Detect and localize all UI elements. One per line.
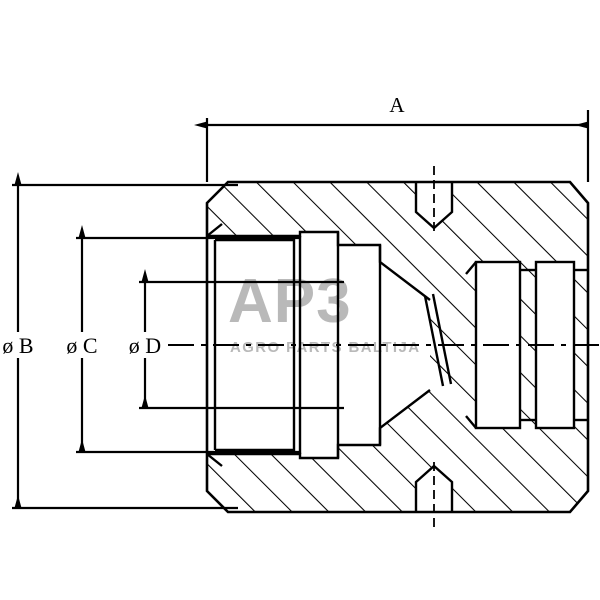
dimension-b-label: ø B (2, 333, 33, 358)
body-outline (205, 180, 590, 514)
dimension-d-label: ø D (129, 333, 161, 358)
dimension-a-label: A (389, 93, 405, 117)
dimension-diameter-b: ø B (2, 172, 238, 510)
dimension-diameter-c: ø C (66, 225, 300, 454)
section-hatching (195, 170, 600, 525)
dimension-a: A (194, 93, 590, 182)
dimension-c-label: ø C (66, 333, 97, 358)
dimension-diameter-d: ø D (129, 269, 344, 410)
